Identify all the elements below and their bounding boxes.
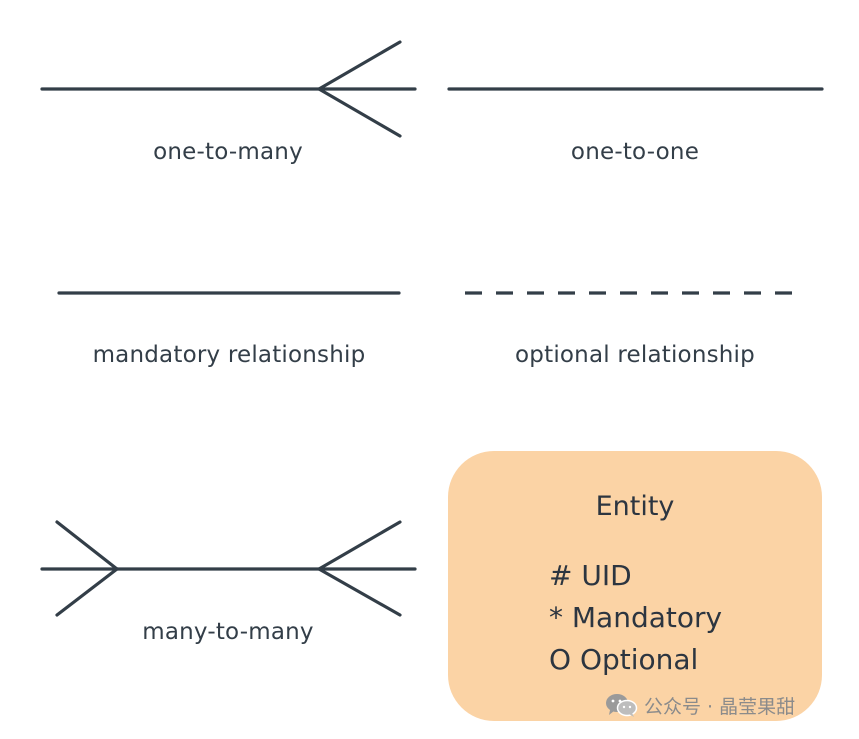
many-to-many-symbol (40, 520, 417, 617)
optional-relationship-label: optional relationship (515, 342, 755, 368)
entity-box: Entity # UID * Mandatory O Optional (448, 451, 822, 721)
watermark: 公众号 · 晶莹果甜 (604, 690, 795, 720)
entity-uid-attribute: # UID (549, 559, 632, 592)
wechat-icon (606, 694, 638, 717)
entity-mandatory-attribute: * Mandatory (549, 601, 723, 634)
many-to-many-right-crowfoot-upper (317, 520, 402, 571)
entity-optional-attribute: O Optional (549, 643, 699, 676)
watermark-text: 公众号 · 晶莹果甜 (644, 695, 796, 718)
entity-title: Entity (595, 491, 675, 522)
many-to-many-label: many-to-many (142, 619, 314, 645)
one-to-one-label: one-to-one (570, 139, 700, 165)
many-to-many-left-crowfoot-lower (55, 567, 119, 617)
one-to-many-label: one-to-many (153, 139, 303, 165)
many-to-many-right-crowfoot-lower (317, 567, 402, 617)
one-to-many-crowfoot-upper (317, 40, 402, 91)
one-to-many-crowfoot-lower (317, 87, 402, 138)
mandatory-relationship-label: mandatory relationship (92, 342, 366, 368)
many-to-many-left-crowfoot-upper (55, 520, 119, 571)
one-to-many-symbol (40, 40, 417, 138)
